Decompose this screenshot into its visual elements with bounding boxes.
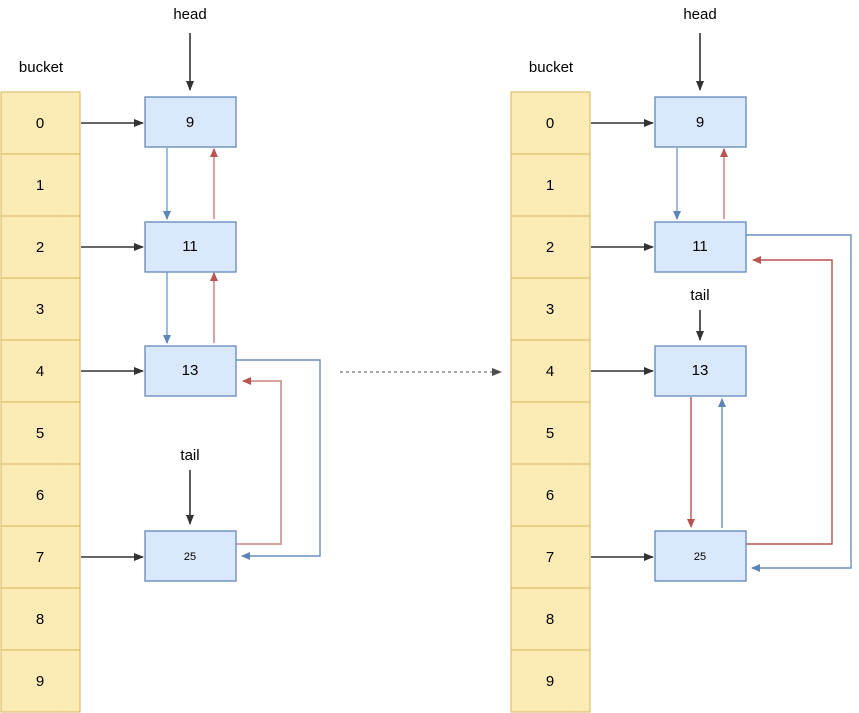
prev-pointer-25-to-13 xyxy=(236,377,282,545)
bucket-cell-label-0: 0 xyxy=(36,115,44,132)
node-value: 25 xyxy=(184,551,196,563)
bucket-cell-1[interactable] xyxy=(510,153,591,217)
bucket-cell-8[interactable] xyxy=(510,587,591,651)
bucket-cell-9[interactable] xyxy=(0,649,81,713)
bucket-cell-label-3: 3 xyxy=(36,301,44,318)
bucket-cell-label-6: 6 xyxy=(546,487,554,504)
bucket-cell-4[interactable] xyxy=(0,339,81,403)
bucket-cell-7[interactable] xyxy=(0,525,81,589)
node-value: 25 xyxy=(694,551,706,563)
node-box[interactable] xyxy=(654,345,747,397)
bucket-cell-label-7: 7 xyxy=(36,549,44,566)
node-13-before[interactable]: 13 xyxy=(144,345,237,397)
node-9-before[interactable]: 9 xyxy=(144,96,237,148)
bucket-table-after: 0 1 2 3 4 5 6 7 8 9 xyxy=(510,91,591,713)
node-13-after[interactable]: 13 xyxy=(654,345,747,397)
bucket-caption-before: bucket xyxy=(19,59,64,76)
bucket-cell-label-3: 3 xyxy=(546,301,554,318)
node-11-before[interactable]: 11 xyxy=(144,221,237,273)
node-box[interactable] xyxy=(654,530,747,582)
bucket-cell-4[interactable] xyxy=(510,339,591,403)
bucket-cell-label-2: 2 xyxy=(36,239,44,256)
tail-label-after: tail xyxy=(690,287,709,304)
panel-after: bucket head 0 1 2 3 4 5 xyxy=(510,6,852,713)
node-box[interactable] xyxy=(654,221,747,273)
next-pointer-11-to-25 xyxy=(746,234,852,572)
bucket-cell-label-1: 1 xyxy=(546,177,554,194)
bucket-cell-1[interactable] xyxy=(0,153,81,217)
node-9-after[interactable]: 9 xyxy=(654,96,747,148)
bucket-cell-3[interactable] xyxy=(510,277,591,341)
node-value: 11 xyxy=(692,238,708,255)
next-pointer-13-to-25 xyxy=(236,359,321,560)
prev-pointer-25-to-11 xyxy=(746,256,833,545)
node-box[interactable] xyxy=(144,221,237,273)
head-label-after: head xyxy=(683,6,716,23)
bucket-cell-label-7: 7 xyxy=(546,549,554,566)
node-11-after[interactable]: 11 xyxy=(654,221,747,273)
node-25-before[interactable]: 25 xyxy=(144,530,237,582)
bucket-cell-3[interactable] xyxy=(0,277,81,341)
bucket-cell-label-1: 1 xyxy=(36,177,44,194)
bucket-cell-2[interactable] xyxy=(510,215,591,279)
node-value: 9 xyxy=(696,114,704,131)
bucket-cell-label-8: 8 xyxy=(546,611,554,628)
node-box[interactable] xyxy=(654,96,747,148)
node-value: 11 xyxy=(182,238,198,255)
node-box[interactable] xyxy=(144,530,237,582)
bucket-cell-label-6: 6 xyxy=(36,487,44,504)
node-25-after[interactable]: 25 xyxy=(654,530,747,582)
bucket-table-before: 0 1 2 3 4 5 6 7 8 9 xyxy=(0,91,81,713)
node-value: 13 xyxy=(182,362,199,379)
tail-label-before: tail xyxy=(180,447,199,464)
node-box[interactable] xyxy=(144,345,237,397)
bucket-cell-label-4: 4 xyxy=(546,363,554,380)
bucket-cell-5[interactable] xyxy=(0,401,81,465)
panel-before: bucket head 0 1 2 3 4 5 xyxy=(0,6,321,713)
bucket-cell-label-5: 5 xyxy=(36,425,44,442)
node-value: 9 xyxy=(186,114,194,131)
head-label-before: head xyxy=(173,6,206,23)
bucket-cell-6[interactable] xyxy=(0,463,81,527)
bucket-cell-label-8: 8 xyxy=(36,611,44,628)
bucket-cell-label-2: 2 xyxy=(546,239,554,256)
bucket-cell-label-5: 5 xyxy=(546,425,554,442)
bucket-cell-8[interactable] xyxy=(0,587,81,651)
bucket-cell-5[interactable] xyxy=(510,401,591,465)
bucket-cell-label-9: 9 xyxy=(546,673,554,690)
node-value: 13 xyxy=(692,362,709,379)
bucket-cell-9[interactable] xyxy=(510,649,591,713)
bucket-cell-label-4: 4 xyxy=(36,363,44,380)
node-box[interactable] xyxy=(144,96,237,148)
bucket-cell-7[interactable] xyxy=(510,525,591,589)
bucket-caption-after: bucket xyxy=(529,59,574,76)
bucket-cell-label-0: 0 xyxy=(546,115,554,132)
bucket-cell-label-9: 9 xyxy=(36,673,44,690)
